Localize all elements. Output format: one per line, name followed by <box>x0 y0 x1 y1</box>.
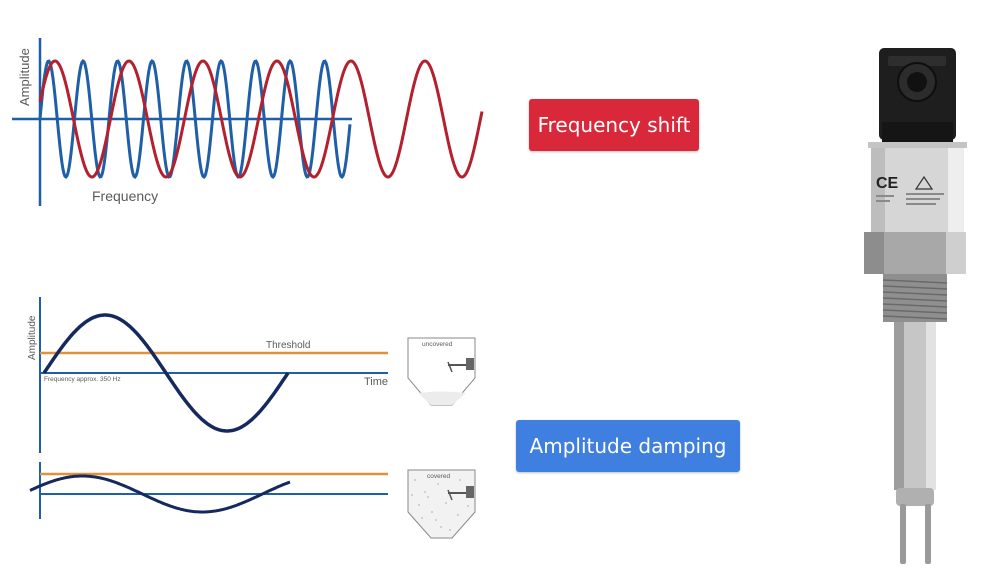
level-switch-device <box>864 48 967 564</box>
time-label: Time <box>364 376 389 388</box>
warning-icon <box>914 175 934 190</box>
top-chart-xlabel: Frequency <box>92 188 159 204</box>
covered-vessel-icon <box>407 469 476 539</box>
frequency-note: Frequency approx. 350 Hz <box>44 376 121 383</box>
top-chart-ylabel: Amplitude <box>17 48 32 106</box>
covered-vessel-label: covered <box>427 473 451 480</box>
high-frequency-wave <box>38 58 352 180</box>
uncovered-vessel-label: uncovered <box>422 341 453 348</box>
fork-tine-right <box>925 504 931 564</box>
uncovered-wave <box>42 313 290 433</box>
shifted-frequency-wave <box>38 59 484 179</box>
amplitude-damping-badge: Amplitude damping <box>516 420 740 472</box>
threshold-label: Threshold <box>266 340 311 351</box>
fork-tine-left <box>900 504 906 564</box>
covered-wave <box>29 474 291 514</box>
uncovered-vessel-icon <box>407 337 476 406</box>
ce-mark: CE <box>876 175 899 192</box>
frequency-shift-badge: Frequency shift <box>529 99 699 151</box>
uncovered-chart-ylabel: Amplitude <box>27 315 38 360</box>
